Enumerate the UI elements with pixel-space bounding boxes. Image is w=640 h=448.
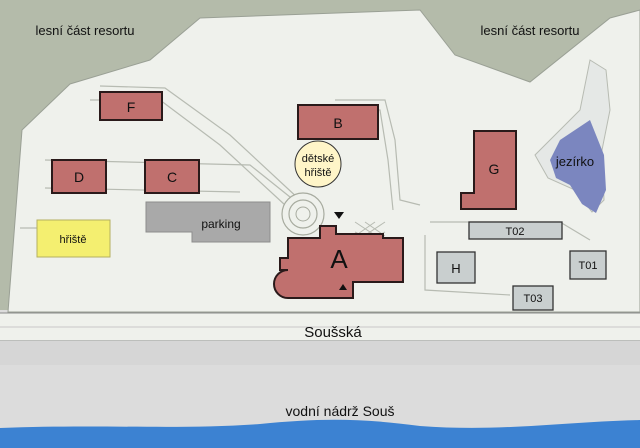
reservoir-label: vodní nádrž Souš bbox=[286, 403, 395, 419]
building-b[interactable]: B bbox=[297, 104, 379, 140]
building-g-label: G bbox=[489, 161, 500, 177]
kids-playground[interactable]: dětské hřiště bbox=[294, 140, 342, 188]
building-f-label: F bbox=[127, 99, 136, 115]
shoulder-strip bbox=[0, 341, 640, 365]
building-d[interactable]: D bbox=[51, 159, 107, 194]
cottage-t03[interactable]: T03 bbox=[512, 285, 554, 311]
building-g[interactable]: G bbox=[460, 130, 517, 210]
building-f[interactable]: F bbox=[99, 91, 163, 121]
building-h-label: H bbox=[451, 261, 460, 276]
cottage-t02[interactable]: T02 bbox=[468, 221, 563, 240]
kids-playground-label-line2: hřiště bbox=[305, 167, 332, 179]
building-c[interactable]: C bbox=[144, 159, 200, 194]
entrance-marker-bottom bbox=[339, 284, 347, 290]
parking[interactable]: parking bbox=[145, 201, 271, 243]
cottage-t03-label: T03 bbox=[524, 293, 543, 305]
lake-label: jezírko bbox=[555, 154, 594, 169]
street-label: Soušská bbox=[304, 324, 362, 341]
parking-label: parking bbox=[201, 217, 240, 231]
playground-label: hřiště bbox=[60, 234, 87, 246]
cottage-t01-label: T01 bbox=[579, 260, 598, 272]
forest-label-right: lesní část resortu bbox=[481, 23, 580, 38]
lake bbox=[550, 120, 606, 213]
kids-playground-label-line1: dětské bbox=[302, 153, 334, 165]
building-c-label: C bbox=[167, 169, 177, 185]
forest-label-left: lesní část resortu bbox=[36, 23, 135, 38]
entrance-marker-top bbox=[334, 212, 344, 219]
building-h[interactable]: H bbox=[436, 251, 476, 284]
building-b-label: B bbox=[333, 115, 342, 131]
roundabout bbox=[281, 192, 325, 236]
cottage-t01[interactable]: T01 bbox=[569, 250, 607, 280]
reservoir-water bbox=[0, 419, 640, 448]
building-a-label: A bbox=[330, 244, 348, 274]
building-d-label: D bbox=[74, 169, 84, 185]
building-a[interactable]: A bbox=[273, 225, 404, 299]
playground[interactable]: hřiště bbox=[36, 219, 111, 258]
cottage-t02-label: T02 bbox=[506, 226, 525, 238]
